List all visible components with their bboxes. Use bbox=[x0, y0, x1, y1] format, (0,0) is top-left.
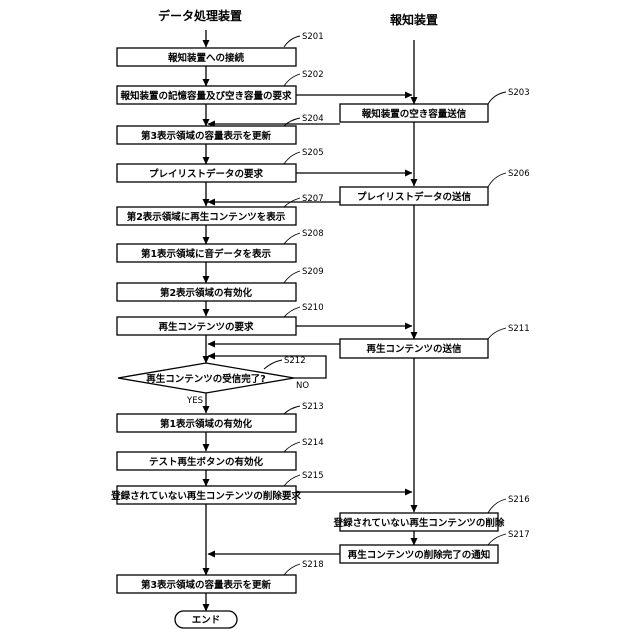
svg-text:プレイリストデータの送信: プレイリストデータの送信 bbox=[357, 191, 472, 203]
step-s209: 第2表示領域の有効化 bbox=[117, 283, 296, 301]
header-left: データ処理装置 bbox=[158, 8, 242, 23]
step-s217: 再生コンテンツの削除完了の通知 bbox=[340, 545, 498, 563]
branch-yes-label: YES bbox=[186, 396, 203, 406]
step-s215: 登録されていない再生コンテンツの削除要求 bbox=[110, 486, 301, 504]
step-id-s218: S218 bbox=[302, 560, 324, 570]
svg-text:再生コンテンツの要求: 再生コンテンツの要求 bbox=[158, 321, 254, 333]
svg-text:テスト再生ボタンの有効化: テスト再生ボタンの有効化 bbox=[149, 456, 264, 468]
step-s216: 登録されていない再生コンテンツの削除 bbox=[333, 513, 505, 531]
step-s205: プレイリストデータの要求 bbox=[117, 164, 296, 182]
svg-text:報知装置の記憶容量及び空き容量の要求: 報知装置の記憶容量及び空き容量の要求 bbox=[120, 90, 292, 102]
step-id-s206: S206 bbox=[508, 169, 530, 179]
step-id-s211: S211 bbox=[508, 324, 530, 334]
step-id-s213: S213 bbox=[302, 402, 324, 412]
step-s211: 再生コンテンツの送信 bbox=[340, 339, 488, 358]
svg-text:登録されていない再生コンテンツの削除: 登録されていない再生コンテンツの削除 bbox=[333, 517, 505, 529]
step-s207: 第2表示領域に再生コンテンツを表示 bbox=[117, 207, 296, 225]
step-id-s209: S209 bbox=[302, 267, 324, 277]
step-s203: 報知装置の空き容量送信 bbox=[340, 104, 488, 122]
step-s210: 再生コンテンツの要求 bbox=[117, 317, 296, 335]
step-id-s217: S217 bbox=[508, 530, 530, 540]
step-id-s204: S204 bbox=[302, 114, 324, 124]
step-s218: 第3表示領域の容量表示を更新 bbox=[117, 575, 296, 593]
step-id-s203: S203 bbox=[508, 88, 530, 98]
header-right: 報知装置 bbox=[390, 12, 438, 27]
svg-text:再生コンテンツの送信: 再生コンテンツの送信 bbox=[366, 343, 462, 355]
step-id-s214: S214 bbox=[302, 438, 324, 448]
svg-text:再生コンテンツの受信完了?: 再生コンテンツの受信完了? bbox=[146, 373, 266, 385]
step-id-s215: S215 bbox=[302, 471, 324, 481]
terminal-end: エンド bbox=[175, 611, 237, 628]
svg-text:第3表示領域の容量表示を更新: 第3表示領域の容量表示を更新 bbox=[141, 579, 272, 591]
svg-text:第2表示領域に再生コンテンツを表示: 第2表示領域に再生コンテンツを表示 bbox=[127, 211, 286, 223]
step-id-s216: S216 bbox=[508, 495, 530, 505]
step-s201: 報知装置への接続 bbox=[117, 48, 296, 66]
step-s214: テスト再生ボタンの有効化 bbox=[117, 452, 296, 470]
svg-text:第1表示領域に音データを表示: 第1表示領域に音データを表示 bbox=[141, 248, 272, 260]
decision-s212: 再生コンテンツの受信完了? bbox=[118, 363, 294, 393]
svg-text:エンド: エンド bbox=[192, 615, 221, 626]
step-s202: 報知装置の記憶容量及び空き容量の要求 bbox=[117, 86, 296, 104]
step-s204: 第3表示領域の容量表示を更新 bbox=[117, 126, 296, 144]
svg-text:プレイリストデータの要求: プレイリストデータの要求 bbox=[149, 168, 264, 180]
step-id-s205: S205 bbox=[302, 148, 324, 158]
step-s213: 第1表示領域の有効化 bbox=[117, 414, 296, 432]
step-id-s212: S212 bbox=[284, 356, 306, 366]
svg-text:第1表示領域の有効化: 第1表示領域の有効化 bbox=[160, 418, 253, 430]
svg-text:第3表示領域の容量表示を更新: 第3表示領域の容量表示を更新 bbox=[141, 130, 272, 142]
branch-no-label: NO bbox=[296, 381, 309, 391]
svg-text:報知装置の空き容量送信: 報知装置の空き容量送信 bbox=[362, 108, 467, 120]
step-s206: プレイリストデータの送信 bbox=[340, 187, 488, 205]
step-s208: 第1表示領域に音データを表示 bbox=[117, 244, 296, 262]
svg-text:再生コンテンツの削除完了の通知: 再生コンテンツの削除完了の通知 bbox=[348, 549, 491, 561]
step-id-s208: S208 bbox=[302, 229, 324, 239]
svg-text:登録されていない再生コンテンツの削除要求: 登録されていない再生コンテンツの削除要求 bbox=[110, 490, 301, 502]
step-id-s202: S202 bbox=[302, 70, 324, 80]
svg-text:第2表示領域の有効化: 第2表示領域の有効化 bbox=[160, 287, 253, 299]
svg-text:報知装置への接続: 報知装置への接続 bbox=[168, 52, 245, 64]
step-id-s210: S210 bbox=[302, 303, 324, 313]
step-id-s207: S207 bbox=[302, 194, 324, 204]
step-id-s201: S201 bbox=[302, 32, 324, 42]
